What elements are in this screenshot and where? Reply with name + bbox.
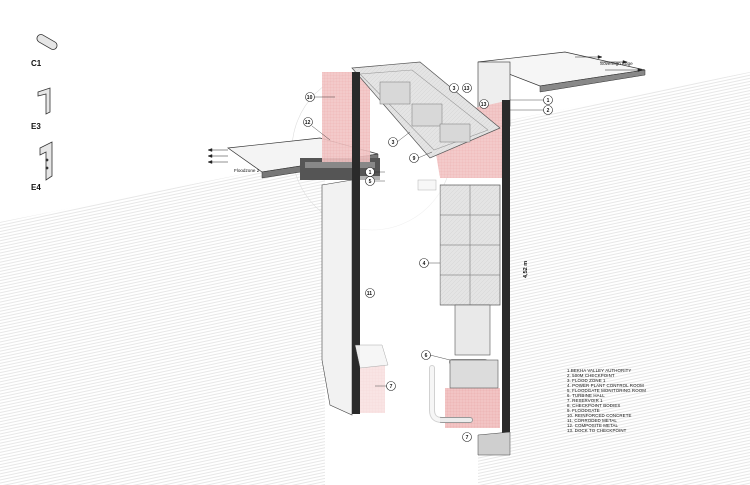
- callout-4: 4: [419, 258, 429, 268]
- left-deck-arrows: [207, 148, 228, 164]
- svg-text:3: 3: [392, 140, 395, 146]
- callout-3a: 3: [388, 137, 398, 147]
- svg-text:10: 10: [307, 95, 313, 101]
- svg-text:9: 9: [413, 156, 416, 162]
- callout-12: 12: [303, 117, 313, 127]
- component-e3-icon: [37, 87, 51, 115]
- callout-3b: 3: [449, 83, 459, 93]
- callout-13a: 13: [462, 83, 472, 93]
- right-deck: [477, 51, 646, 127]
- svg-text:1: 1: [369, 170, 372, 176]
- callout-7b: 7: [462, 432, 472, 442]
- svg-text:7: 7: [390, 384, 393, 390]
- callout-11: 11: [365, 288, 375, 298]
- callout-6: 6: [421, 350, 431, 360]
- right-deck-arrows: [575, 55, 643, 72]
- bridge-structure: [351, 61, 501, 159]
- svg-text:13: 13: [464, 86, 470, 92]
- svg-text:4: 4: [423, 261, 426, 267]
- svg-text:2: 2: [547, 108, 550, 114]
- legend-item: 11. CORRODED METAL: [567, 418, 617, 423]
- legend-item: 7. RESERVOIR 1: [567, 398, 603, 403]
- callout-7a: 7: [386, 381, 396, 391]
- left-edge-label: Floodzone 2: [234, 168, 260, 173]
- legend: 1.BEKHA VALLEY AUTHORITY 2. 500M CHECKPO…: [567, 368, 646, 433]
- callout-13b: 13: [479, 99, 489, 109]
- legend-item: 1.BEKHA VALLEY AUTHORITY: [567, 368, 631, 373]
- svg-text:6: 6: [425, 353, 428, 359]
- callout-5: 5: [365, 176, 375, 186]
- legend-item: 9. FLOODGATE: [567, 408, 600, 413]
- legend-item: 13. DOCK TO CHECKPOINT: [567, 428, 627, 433]
- legend-item: 8. CHECKPOINT BODIES: [567, 403, 620, 408]
- component-e4-icon: [39, 141, 53, 181]
- legend-item: 2. 500M CHECKPOINT: [567, 373, 615, 378]
- leader-lines: [311, 96, 544, 387]
- callout-1b: 1: [543, 95, 553, 105]
- legend-item: 6. TURBINE HALL: [567, 393, 605, 398]
- ground-hatch: [0, 72, 750, 485]
- legend-item: 5. FLOODGATE MONITORING ROOM: [567, 388, 646, 393]
- svg-text:7: 7: [466, 435, 469, 441]
- svg-text:5: 5: [369, 179, 372, 185]
- depth-label: 4,52 m: [523, 261, 529, 278]
- svg-text:13: 13: [481, 102, 487, 108]
- callout-1: 1: [365, 167, 375, 177]
- svg-text:12: 12: [305, 120, 311, 126]
- tag-e3: E3: [31, 122, 41, 131]
- svg-text:3: 3: [453, 86, 456, 92]
- legend-item: 3. FLOOD ZONE 1: [567, 378, 606, 383]
- legend-item: 12. COMPOSITE METAL: [567, 423, 619, 428]
- right-edge-label: Sovereign Edge: [600, 61, 633, 66]
- svg-text:1: 1: [547, 98, 550, 104]
- shaft-void: [360, 176, 440, 456]
- component-c1-icon: [36, 34, 58, 50]
- callout-2: 2: [543, 105, 553, 115]
- right-shaft: [477, 100, 511, 456]
- tag-c1: C1: [31, 59, 42, 68]
- tag-e4: E4: [31, 183, 41, 192]
- legend-item: 4. POWER PLANT CONTROL ROOM: [567, 383, 644, 388]
- callout-10: 10: [305, 92, 315, 102]
- legend-item: 10. REINFORCED CONCRETE: [567, 413, 632, 418]
- svg-text:11: 11: [367, 291, 373, 297]
- control-room-stack: [417, 179, 501, 356]
- callout-9: 9: [409, 153, 419, 163]
